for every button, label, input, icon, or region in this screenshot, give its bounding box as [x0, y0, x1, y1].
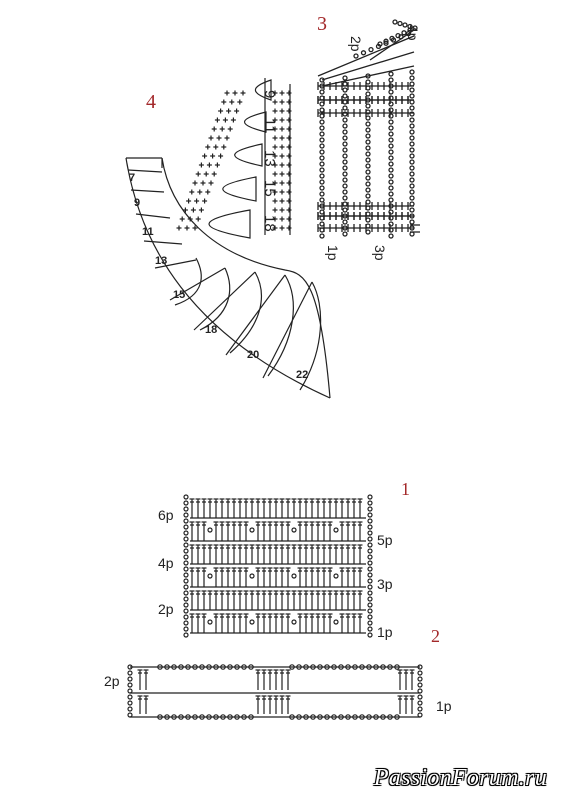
figure-number-4: 4: [146, 91, 156, 113]
diagram-4-chart: [176, 78, 292, 239]
fan-label-22: 22: [296, 369, 308, 381]
petal-label-18: 18: [261, 215, 278, 232]
row-label-3p-d1: 3р: [377, 576, 393, 592]
row-label-2p: 2р: [348, 36, 364, 52]
figure-number-3: 3: [317, 13, 327, 35]
watermark: PassionForum.ru: [373, 765, 547, 791]
row-label-4p-d1: 4р: [158, 555, 174, 571]
fan-label-15: 15: [173, 289, 185, 301]
figure-number-1: 1: [401, 479, 410, 499]
petal-label-9: 9: [261, 90, 278, 98]
row-label-1p: 1р: [325, 245, 341, 261]
row-label-2p-d2: 2р: [104, 673, 120, 689]
diagram-1-stitches: [183, 494, 373, 638]
diagram-3-stitches: [317, 19, 420, 239]
petal-label-15: 15: [261, 180, 278, 197]
fan-label-11: 11: [142, 226, 154, 238]
fan-label-18: 18: [205, 324, 217, 336]
fan-label-7: 7: [129, 172, 135, 184]
diagram-4-fan: [125, 157, 331, 399]
row-label-5p: 5р: [377, 532, 393, 548]
row-label-1p-d1: 1р: [377, 624, 393, 640]
fan-label-9: 9: [134, 197, 140, 209]
petal-label-13: 13: [261, 150, 278, 167]
row-label-3p: 3р: [372, 245, 388, 261]
petal-label-11: 11: [261, 118, 278, 134]
diagram-2-stitches: [127, 664, 423, 720]
figure-number-2: 2: [431, 626, 440, 646]
fan-label-20: 20: [247, 349, 259, 361]
row-label-4p: 4р: [405, 25, 421, 41]
fan-label-13: 13: [155, 255, 167, 267]
row-label-2p-d1: 2р: [158, 601, 174, 617]
row-label-1p-d2: 1р: [436, 698, 452, 714]
row-label-6p: 6р: [158, 507, 174, 523]
